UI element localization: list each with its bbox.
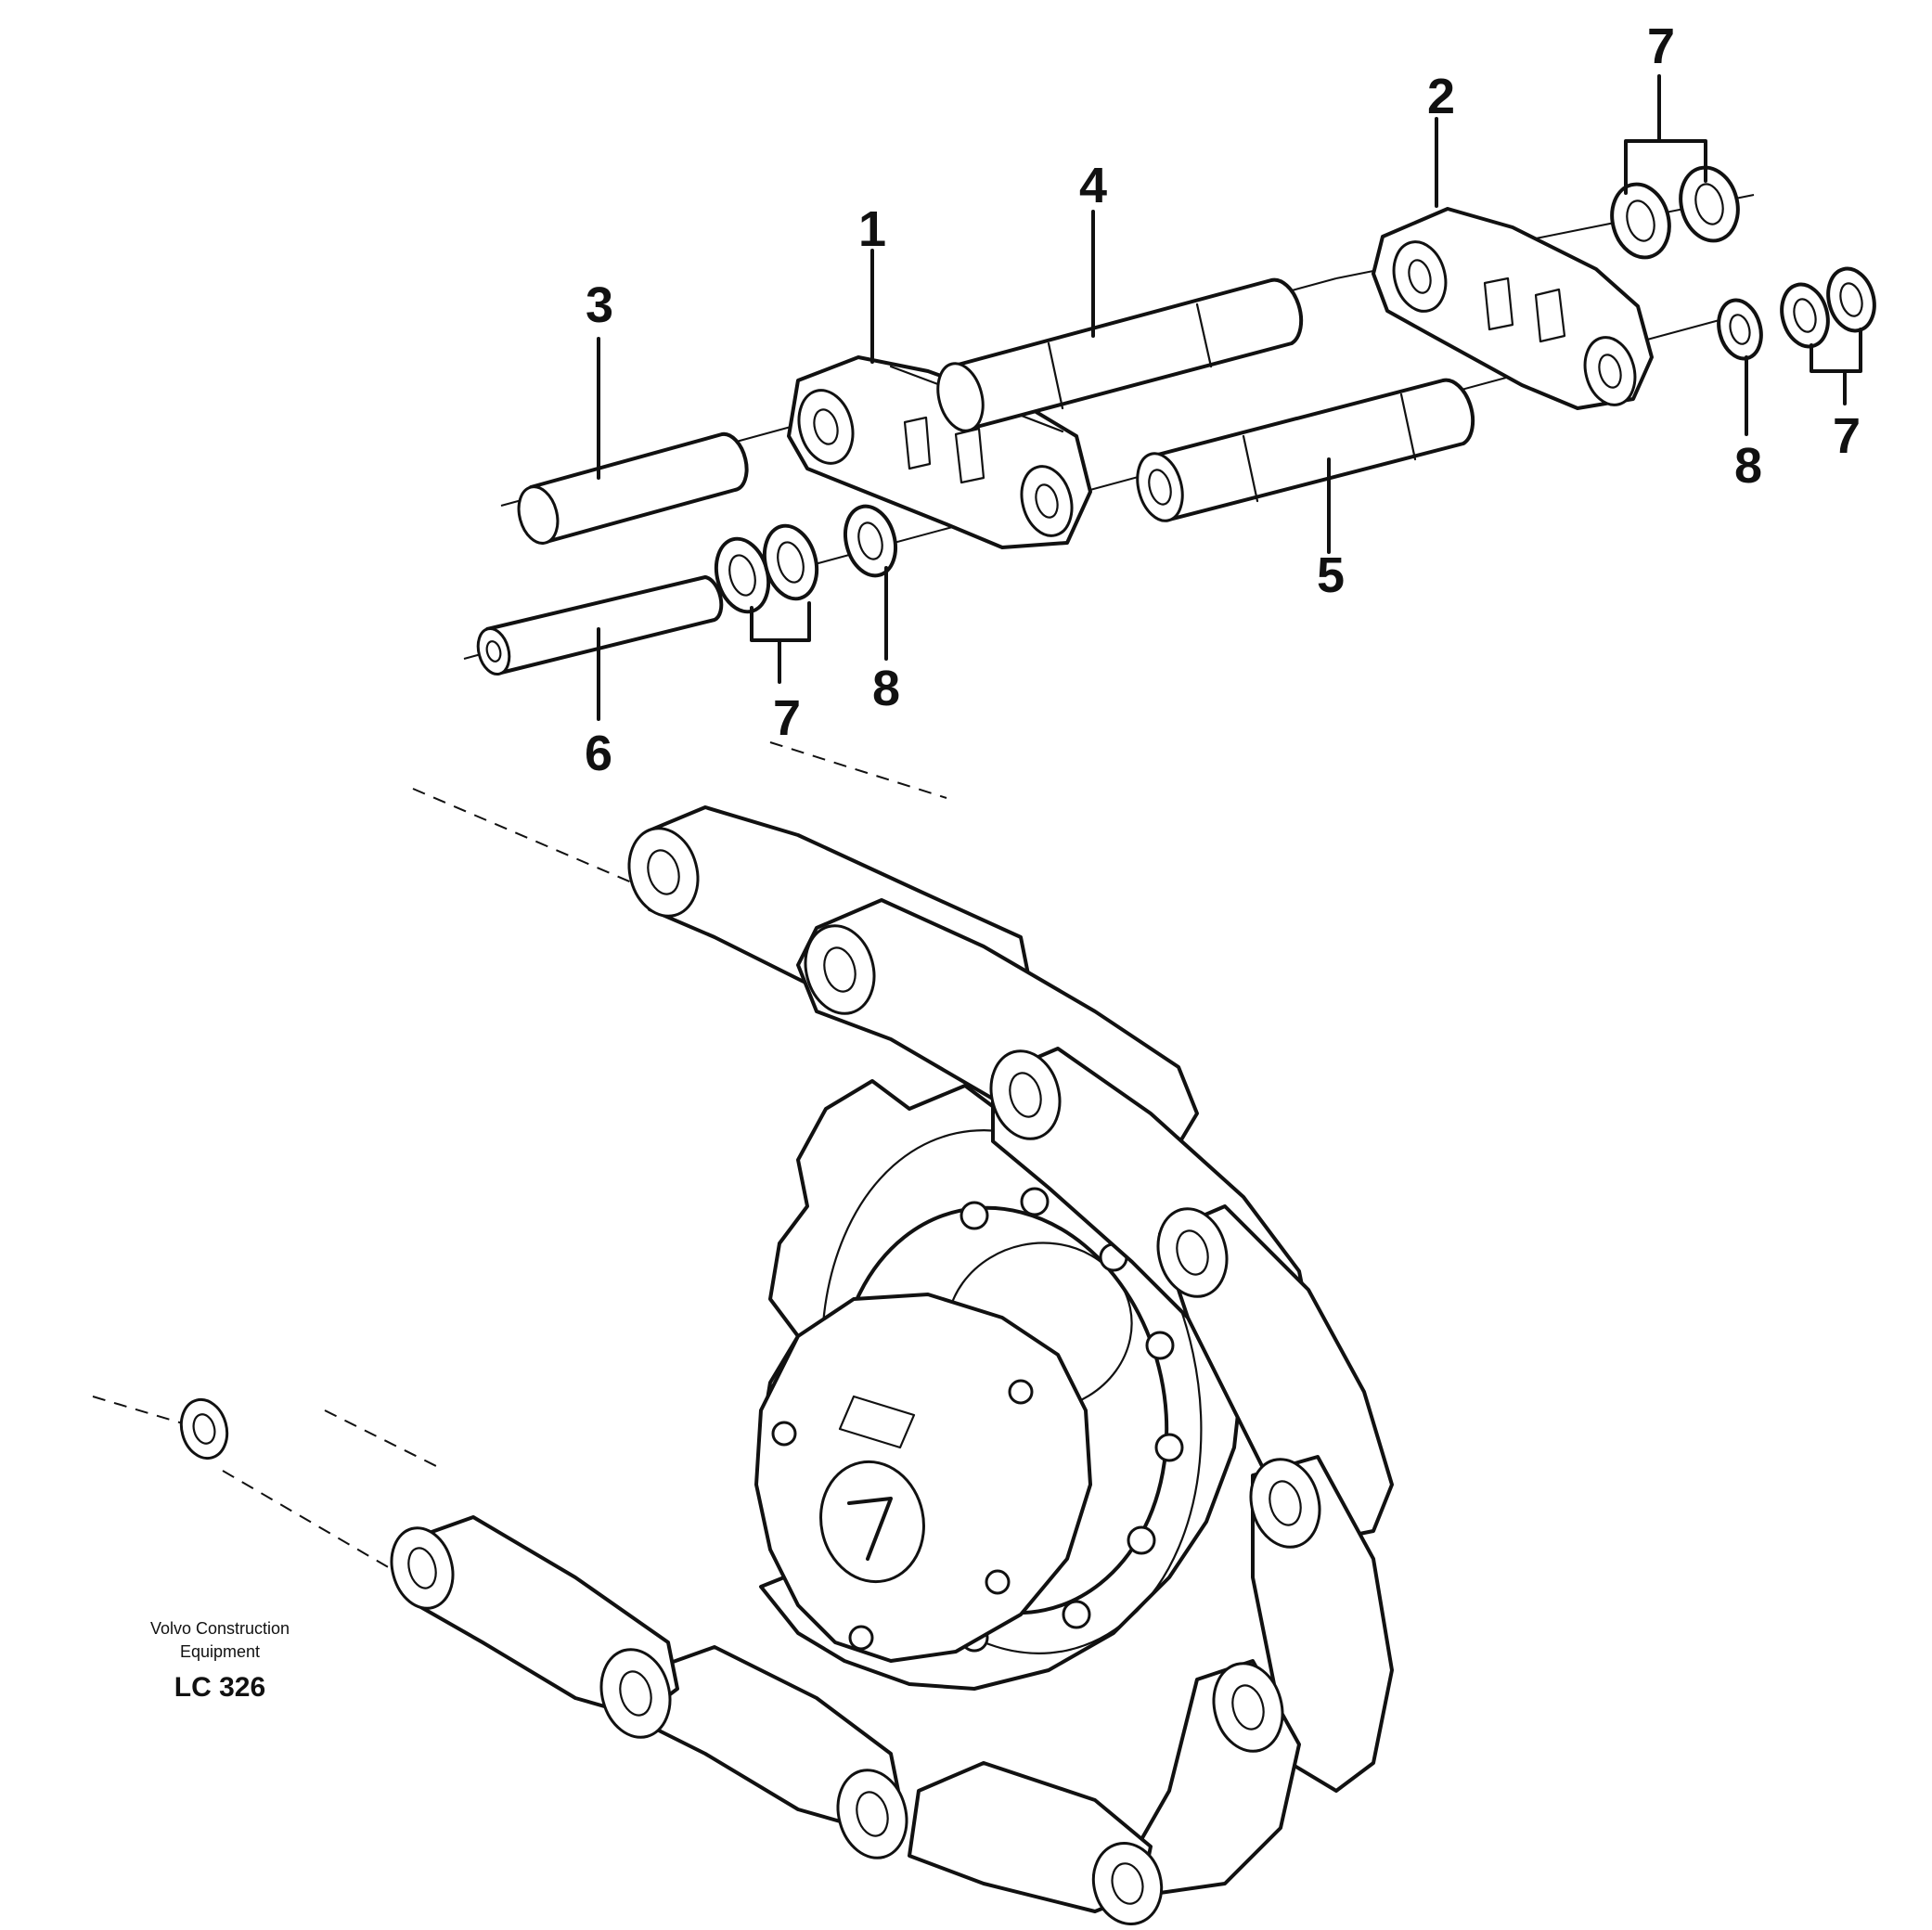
callout-3: 3 xyxy=(586,277,613,333)
leader-lines xyxy=(597,74,1862,721)
part-4-bushing xyxy=(936,277,1304,432)
callout-2: 2 xyxy=(1427,69,1455,124)
part-8-seal-left xyxy=(844,504,897,578)
callout-7-upper: 7 xyxy=(1647,19,1675,74)
callout-1: 1 xyxy=(858,201,886,257)
callout-7-left: 7 xyxy=(773,690,801,746)
callout-6: 6 xyxy=(585,726,612,781)
track-chain xyxy=(179,805,1394,1926)
part-5-pin xyxy=(1136,378,1475,522)
part-2-track-link xyxy=(1372,207,1654,410)
part-7-spacer-lower-right-b xyxy=(1826,266,1876,333)
part-3-bushing xyxy=(517,431,749,545)
part-7-spacer-left-b xyxy=(762,523,819,601)
credit-line-2: Equipment xyxy=(180,1642,260,1661)
credit-line-1: Volvo Construction xyxy=(150,1619,290,1638)
part-6-pin xyxy=(476,575,724,676)
callout-5: 5 xyxy=(1317,547,1345,603)
drive-hub-cover xyxy=(754,1293,1092,1663)
callout-7-right: 7 xyxy=(1833,408,1861,464)
dashed-extension-lines xyxy=(92,741,947,1569)
part-7-spacer-lower-right-a xyxy=(1780,282,1830,349)
credit-code: LC 326 xyxy=(174,1672,265,1703)
part-7-spacer-upper-right-b xyxy=(1679,165,1740,243)
callout-4: 4 xyxy=(1079,158,1107,213)
part-8-seal-right xyxy=(1717,298,1763,361)
part-7-spacer-upper-right-a xyxy=(1610,182,1671,260)
callout-8-left: 8 xyxy=(872,661,900,716)
callout-8-right: 8 xyxy=(1734,438,1762,494)
